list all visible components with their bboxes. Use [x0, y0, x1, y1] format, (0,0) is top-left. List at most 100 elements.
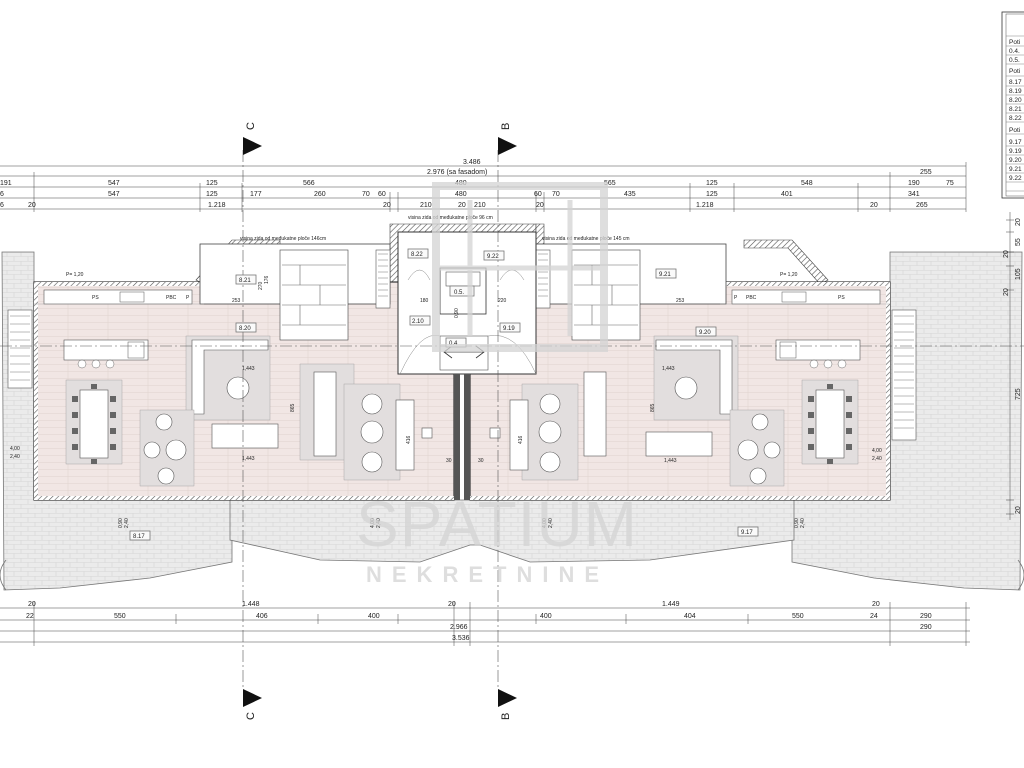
svg-text:220: 220	[498, 298, 507, 304]
svg-text:P: P	[186, 295, 190, 301]
svg-text:8.19: 8.19	[1009, 88, 1022, 95]
svg-text:60: 60	[378, 191, 386, 198]
svg-text:265: 265	[916, 202, 928, 209]
svg-text:0,90: 0,90	[454, 308, 460, 318]
svg-text:210: 210	[420, 202, 432, 209]
svg-text:1,443: 1,443	[664, 458, 677, 464]
svg-text:253: 253	[232, 298, 241, 304]
svg-text:1.218: 1.218	[208, 202, 226, 209]
svg-text:210: 210	[474, 202, 486, 209]
svg-text:400: 400	[540, 613, 552, 620]
svg-text:20: 20	[1003, 288, 1010, 296]
svg-text:55: 55	[1015, 238, 1022, 246]
section-label-b-top: B	[500, 123, 512, 130]
section-marker-c-bottom: C	[243, 689, 262, 720]
svg-text:PS: PS	[92, 295, 99, 301]
svg-text:0,90: 0,90	[794, 518, 800, 528]
svg-text:4,00: 4,00	[370, 518, 376, 528]
svg-text:550: 550	[792, 613, 804, 620]
watermark-logo: SPATIUM NEKRETNINE	[356, 182, 637, 587]
svg-text:865: 865	[650, 403, 656, 412]
svg-text:1,443: 1,443	[242, 456, 255, 462]
svg-text:341: 341	[908, 191, 920, 198]
svg-text:Poti: Poti	[1009, 39, 1020, 46]
svg-text:30: 30	[478, 458, 484, 464]
dim-lines-bottom	[0, 602, 970, 646]
section-label-c-top: C	[245, 122, 257, 130]
svg-text:8.22: 8.22	[1009, 115, 1022, 122]
svg-text:20: 20	[872, 601, 880, 608]
svg-text:190: 190	[908, 180, 920, 187]
svg-text:565: 565	[604, 180, 616, 187]
svg-text:20: 20	[383, 202, 391, 209]
svg-text:PBC: PBC	[166, 295, 177, 301]
room-label-817: 8.17	[133, 534, 145, 540]
svg-text:60: 60	[534, 191, 542, 198]
svg-text:547: 547	[108, 191, 120, 198]
svg-text:2,40: 2,40	[872, 456, 882, 462]
svg-text:2,40: 2,40	[800, 518, 806, 528]
svg-text:435: 435	[624, 191, 636, 198]
legend-table: Poti 0.4. 0.5. Poti 8.17 8.19 8.20 8.21 …	[1001, 11, 1024, 199]
room-label-921: 9.21	[659, 272, 671, 278]
svg-text:1,443: 1,443	[662, 366, 675, 372]
svg-text:180: 180	[420, 298, 429, 304]
svg-text:P= 1,20: P= 1,20	[66, 272, 84, 278]
svg-text:6: 6	[0, 202, 4, 209]
svg-text:70: 70	[362, 191, 370, 198]
room-label-05: 0.5.	[454, 290, 464, 296]
dim-top-255-a: 255	[920, 169, 932, 176]
svg-text:2.966: 2.966	[450, 624, 468, 631]
svg-text:PBC: PBC	[746, 295, 757, 301]
svg-text:P: P	[734, 295, 738, 301]
svg-text:20: 20	[870, 202, 878, 209]
dim-right: 20 55 20 105 20 725 20	[1003, 212, 1022, 520]
svg-text:105: 105	[1015, 268, 1022, 280]
svg-text:416: 416	[518, 435, 524, 444]
dim-lines-top	[0, 162, 967, 212]
svg-text:2,40: 2,40	[548, 518, 554, 528]
svg-text:22: 22	[26, 613, 34, 620]
svg-text:0,90: 0,90	[118, 518, 124, 528]
svg-text:20: 20	[1015, 506, 1022, 514]
svg-text:8.21: 8.21	[1009, 106, 1022, 113]
svg-text:4,00: 4,00	[872, 448, 882, 454]
svg-text:PS: PS	[838, 295, 845, 301]
svg-text:177: 177	[250, 191, 262, 198]
svg-text:0.4.: 0.4.	[1009, 48, 1020, 55]
room-label-919: 9.19	[503, 326, 515, 332]
section-marker-b-top: B	[498, 123, 517, 155]
svg-text:70: 70	[552, 191, 560, 198]
svg-text:9.21: 9.21	[1009, 166, 1022, 173]
room-label-820: 8.20	[239, 326, 251, 332]
section-label-c-bottom: C	[245, 712, 257, 720]
watermark-subtext: NEKRETNINE	[366, 562, 609, 587]
svg-text:125: 125	[206, 180, 218, 187]
svg-text:P= 1,20: P= 1,20	[780, 272, 798, 278]
svg-text:0.5.: 0.5.	[1009, 57, 1020, 64]
svg-text:270: 270	[258, 281, 264, 290]
svg-text:260: 260	[314, 191, 326, 198]
svg-text:550: 550	[114, 613, 126, 620]
svg-text:125: 125	[706, 180, 718, 187]
svg-text:290: 290	[920, 613, 932, 620]
svg-text:4,00: 4,00	[542, 518, 548, 528]
section-label-b-bottom: B	[500, 713, 512, 720]
svg-text:9.17: 9.17	[1009, 139, 1022, 146]
section-marker-b-bottom: B	[498, 689, 517, 720]
svg-text:9.22: 9.22	[1009, 175, 1022, 182]
svg-text:480: 480	[455, 191, 467, 198]
svg-text:725: 725	[1015, 388, 1022, 400]
svg-text:20: 20	[28, 601, 36, 608]
svg-text:20: 20	[28, 202, 36, 209]
svg-text:8.17: 8.17	[1009, 79, 1022, 86]
dim-top-facade: 2.976 (sa fasadom)	[427, 169, 487, 176]
svg-text:20: 20	[1003, 250, 1010, 258]
svg-text:9.19: 9.19	[1009, 148, 1022, 155]
svg-text:2,40: 2,40	[124, 518, 130, 528]
svg-text:20: 20	[1015, 218, 1022, 226]
svg-text:1.218: 1.218	[696, 202, 714, 209]
terrace-center	[0, 499, 1024, 591]
svg-text:20: 20	[458, 202, 466, 209]
